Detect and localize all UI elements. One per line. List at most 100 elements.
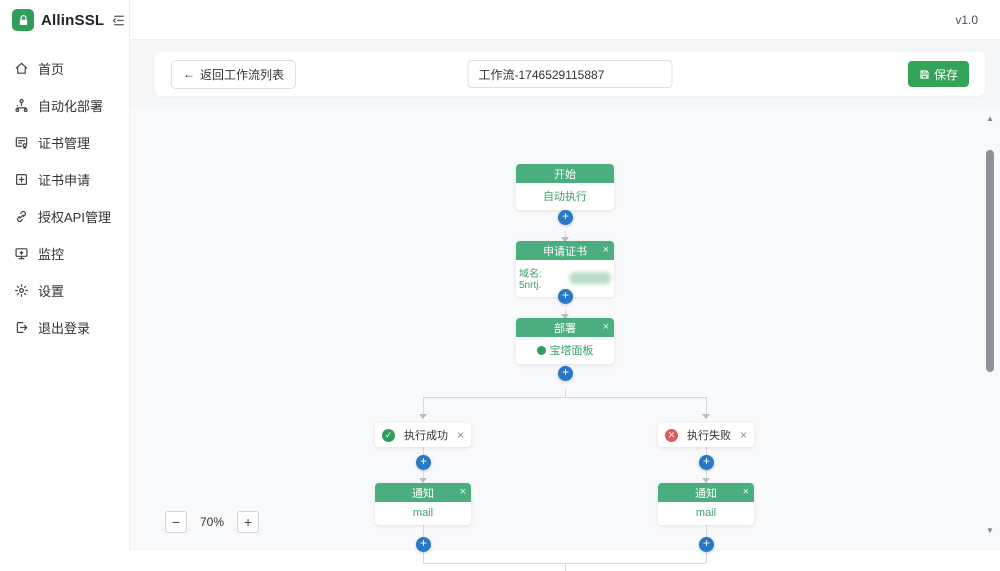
zoom-controls: − 70% +: [165, 511, 259, 533]
back-to-workflow-list-button[interactable]: ← 返回工作流列表: [171, 60, 296, 89]
sidebar-item-logout[interactable]: 退出登录: [0, 309, 129, 346]
gear-icon: [14, 283, 29, 298]
node-start[interactable]: 开始 自动执行: [516, 164, 614, 210]
sidebar-item-home[interactable]: 首页: [0, 50, 129, 87]
add-node-button[interactable]: +: [558, 366, 573, 381]
add-node-button[interactable]: +: [699, 537, 714, 552]
sidebar-item-settings[interactable]: 设置: [0, 272, 129, 309]
workflow-name-input[interactable]: [468, 60, 673, 88]
api-link-icon: [14, 209, 29, 224]
top-header: v1.0: [130, 0, 1000, 40]
sidebar-item-monitor[interactable]: 监控: [0, 235, 129, 272]
back-arrow-icon: ←: [183, 67, 195, 81]
connector-line: [423, 397, 424, 415]
automation-icon: [14, 98, 29, 113]
zoom-in-button[interactable]: +: [237, 511, 259, 533]
connector-line: [565, 563, 566, 571]
node-title: 申请证书: [543, 243, 587, 259]
zoom-level-label: 70%: [200, 515, 224, 529]
add-node-button[interactable]: +: [416, 455, 431, 470]
workflow-toolbar: ← 返回工作流列表 保存: [155, 52, 985, 96]
node-notify-success[interactable]: 通知 × mail: [375, 483, 471, 525]
scroll-up-icon[interactable]: ▲: [983, 114, 997, 123]
branch-split-line: [423, 397, 706, 398]
close-icon[interactable]: ×: [457, 428, 464, 442]
baota-panel-icon: [537, 346, 546, 355]
branch-label: 执行成功: [395, 427, 457, 443]
node-start-header: 开始: [516, 164, 614, 183]
add-node-button[interactable]: +: [558, 210, 573, 225]
collapse-sidebar-icon[interactable]: [111, 13, 126, 28]
sidebar-item-label: 设置: [38, 281, 64, 300]
connector-line: [423, 552, 424, 563]
close-icon[interactable]: ×: [603, 318, 609, 337]
node-notify-body: mail: [375, 502, 471, 525]
apply-plus-icon: [14, 172, 29, 187]
workflow-canvas[interactable]: 开始 自动执行 + 申请证书 × 域名: 5nrtj. + 部署 ×: [130, 108, 1000, 551]
sidebar-item-cert-manage[interactable]: 证书管理: [0, 124, 129, 161]
home-icon: [14, 61, 29, 76]
node-apply-cert-header: 申请证书 ×: [516, 241, 614, 260]
save-disk-icon: [919, 69, 930, 80]
save-button[interactable]: 保存: [908, 61, 969, 87]
connector-line: [706, 397, 707, 415]
node-title: 通知: [695, 485, 717, 501]
fail-cross-icon: ✕: [665, 429, 678, 442]
sidebar: AllinSSL 首页 自动化部署 证书管理 证书申请 授权API管理 监控: [0, 0, 130, 551]
add-node-button[interactable]: +: [416, 537, 431, 552]
vertical-scrollbar[interactable]: ▲ ▼: [983, 110, 997, 537]
monitor-icon: [14, 246, 29, 261]
node-body-text: 自动执行: [543, 188, 587, 204]
sidebar-item-api-auth[interactable]: 授权API管理: [0, 198, 129, 235]
node-notify-body: mail: [658, 502, 754, 525]
zoom-out-button[interactable]: −: [165, 511, 187, 533]
logo-row: AllinSSL: [0, 0, 129, 40]
success-check-icon: ✓: [382, 429, 395, 442]
main-content: ← 返回工作流列表 保存: [130, 40, 1000, 551]
scroll-down-icon[interactable]: ▼: [983, 526, 997, 535]
redacted-domain: [569, 272, 611, 284]
node-notify-header: 通知 ×: [658, 483, 754, 502]
save-button-label: 保存: [934, 66, 958, 83]
close-icon[interactable]: ×: [603, 241, 609, 260]
close-icon[interactable]: ×: [743, 483, 749, 502]
sidebar-item-cert-apply[interactable]: 证书申请: [0, 161, 129, 198]
sidebar-menu: 首页 自动化部署 证书管理 证书申请 授权API管理 监控 设置 退出登录: [0, 50, 129, 346]
branch-fail[interactable]: ✕ 执行失败 ×: [658, 423, 754, 447]
connector-line: [565, 388, 566, 397]
node-body-text: 宝塔面板: [550, 342, 594, 358]
version-label: v1.0: [955, 13, 978, 27]
node-body-text: mail: [413, 507, 433, 519]
close-icon[interactable]: ×: [460, 483, 466, 502]
node-notify-header: 通知 ×: [375, 483, 471, 502]
sidebar-item-label: 退出登录: [38, 318, 90, 337]
node-notify-fail[interactable]: 通知 × mail: [658, 483, 754, 525]
sidebar-item-label: 首页: [38, 59, 64, 78]
sidebar-item-label: 授权API管理: [38, 207, 111, 226]
sidebar-item-automation[interactable]: 自动化部署: [0, 87, 129, 124]
branch-label: 执行失败: [678, 427, 740, 443]
logout-icon: [14, 320, 29, 335]
node-body-text: mail: [696, 507, 716, 519]
connector-line: [706, 552, 707, 563]
close-icon[interactable]: ×: [740, 428, 747, 442]
domain-text: 域名: 5nrtj.: [519, 265, 565, 291]
node-title: 部署: [554, 320, 576, 336]
sidebar-item-label: 证书管理: [38, 133, 90, 152]
certificate-icon: [14, 135, 29, 150]
node-title: 通知: [412, 485, 434, 501]
arrow-down-icon: [702, 414, 710, 419]
node-title: 开始: [554, 166, 576, 182]
node-deploy[interactable]: 部署 × 宝塔面板: [516, 318, 614, 364]
add-node-button[interactable]: +: [558, 289, 573, 304]
branch-success[interactable]: ✓ 执行成功 ×: [375, 423, 471, 447]
arrow-down-icon: [419, 414, 427, 419]
scrollbar-thumb[interactable]: [986, 150, 994, 372]
sidebar-item-label: 自动化部署: [38, 96, 103, 115]
sidebar-item-label: 证书申请: [38, 170, 90, 189]
add-node-button[interactable]: +: [699, 455, 714, 470]
app-title: AllinSSL: [41, 12, 104, 29]
node-deploy-body: 宝塔面板: [516, 337, 614, 364]
back-button-label: 返回工作流列表: [200, 66, 284, 83]
allinssl-lock-logo-icon: [12, 9, 34, 31]
